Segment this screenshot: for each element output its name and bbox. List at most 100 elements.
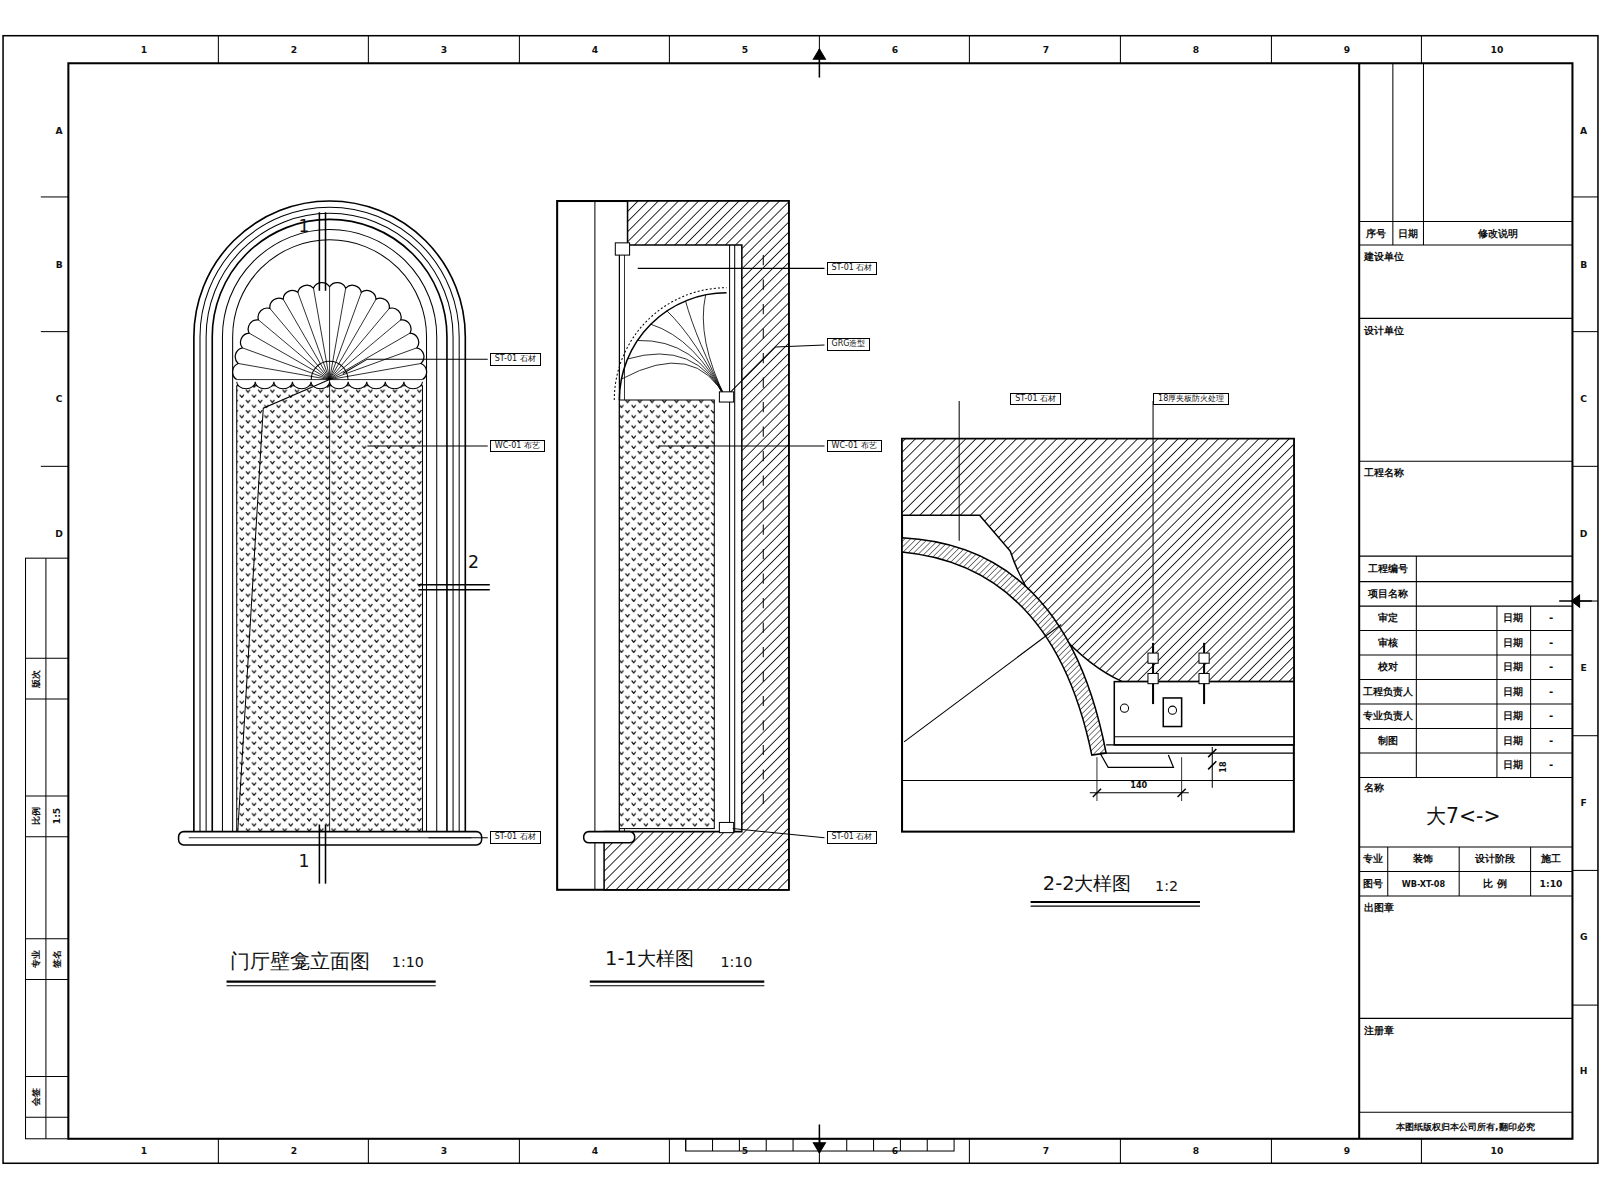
callout-text: ST-01 石材	[832, 832, 873, 841]
niche-side	[729, 245, 730, 832]
title-block-text: -	[1549, 638, 1553, 648]
title-underline	[227, 981, 436, 983]
grid-tick	[1572, 870, 1598, 871]
grid-reference: 7	[1043, 45, 1049, 54]
inner-frame	[68, 63, 1572, 1139]
arch-moulding	[233, 240, 427, 832]
grid-reference: C	[56, 394, 63, 403]
title-row	[1359, 895, 1572, 896]
callout-text: ST-01 石材	[495, 354, 536, 363]
grid-tick	[669, 1139, 670, 1163]
grid-tick	[1120, 1139, 1121, 1163]
title-block-text: 日期	[1503, 662, 1523, 672]
grid-tick	[519, 36, 520, 64]
dimension-tick	[1093, 789, 1101, 797]
scale-tick	[766, 1139, 767, 1151]
section-mark	[418, 584, 489, 586]
title-border	[1358, 63, 1360, 1139]
title-block-text: 签名	[53, 950, 62, 968]
title-column	[1416, 556, 1417, 777]
callout-text: GRG造型	[832, 339, 866, 348]
shell-rib	[329, 287, 330, 380]
bolt-nut	[1199, 653, 1209, 663]
shell-rib	[628, 354, 727, 400]
grid-reference: 10	[1491, 1146, 1504, 1155]
title-underline	[590, 981, 764, 983]
callout-tag: WC-01 布艺	[827, 440, 882, 453]
shell-rib	[249, 333, 329, 379]
title-row	[1359, 1112, 1572, 1113]
grid-reference: 9	[1344, 45, 1350, 54]
callout-text: ST-01 石材	[832, 263, 873, 272]
wall-hatch	[604, 201, 789, 890]
grid-reference: 6	[892, 1146, 898, 1155]
scale-tick	[739, 1139, 740, 1151]
grid-tick	[368, 36, 369, 64]
floor-line	[902, 780, 1294, 781]
scale-tick	[927, 1139, 928, 1151]
fixing-bracket	[615, 243, 629, 255]
arch-moulding	[222, 230, 436, 832]
scale-tick	[685, 1139, 686, 1151]
grid-tick	[1271, 36, 1272, 64]
section-frame	[557, 201, 789, 890]
title-block-text: 制图	[1378, 736, 1398, 746]
grid-tick	[1421, 1139, 1422, 1163]
leader-line	[904, 624, 1061, 741]
grid-tick	[41, 331, 69, 332]
scale-tick	[793, 1139, 794, 1151]
section-mark-number: 1	[299, 854, 310, 871]
niche-side	[734, 245, 735, 832]
shell-scallop	[233, 283, 427, 380]
title-column	[1530, 847, 1531, 896]
title-underline	[227, 985, 436, 986]
title-block-text: 专业	[31, 950, 40, 968]
arch-moulding	[212, 219, 447, 831]
callout-tag: ST-01 石材	[490, 831, 541, 844]
centre-arrow	[1571, 595, 1579, 607]
bolt-nut	[1199, 673, 1209, 683]
title-block-text: 设计阶段	[1475, 854, 1515, 864]
callout-text: WC-01 布艺	[495, 441, 540, 450]
title-row	[1359, 655, 1572, 656]
title-block-text: 专业负责人	[1363, 711, 1413, 721]
callout-tag: ST-01 石材	[490, 353, 541, 366]
hanger-box	[1163, 698, 1181, 727]
title-row	[1359, 461, 1572, 462]
title-row	[1359, 556, 1572, 557]
grid-reference: C	[1580, 394, 1587, 403]
title-block-text: 施工	[1541, 854, 1561, 864]
strip-row	[26, 979, 69, 980]
drawing-title: 1:2	[1155, 879, 1178, 893]
strip-row	[26, 938, 69, 939]
title-block-text: 专业	[1363, 854, 1383, 864]
grid-tick	[669, 36, 670, 64]
grid-tick	[1572, 1005, 1598, 1006]
title-block-text: 日期	[1503, 613, 1523, 623]
shell-rib	[330, 363, 421, 379]
grid-reference: 4	[592, 45, 598, 54]
shell-rib	[270, 308, 330, 379]
grid-tick	[1120, 36, 1121, 64]
callout-text: ST-01 石材	[495, 832, 536, 841]
arch-moulding	[194, 201, 465, 832]
scale-tick	[846, 1139, 847, 1151]
grid-tick	[969, 1139, 970, 1163]
grid-reference: 6	[892, 45, 898, 54]
title-block-text: 日期	[1503, 736, 1523, 746]
section-mark	[325, 824, 327, 883]
title-block-text: 审定	[1378, 613, 1398, 623]
dimension-line	[1090, 792, 1189, 793]
title-block-text: -	[1549, 662, 1553, 672]
section-mark-number: 2	[468, 555, 479, 572]
title-block-text: 日期	[1503, 711, 1523, 721]
callout-tag: ST-01 石材	[827, 831, 878, 844]
title-block-text: 项目名称	[1368, 589, 1408, 599]
title-block-text: 版次	[31, 670, 40, 688]
grid-tick	[218, 1139, 219, 1163]
scale-tick	[900, 1139, 901, 1151]
grid-reference: 9	[1344, 1146, 1350, 1155]
leader-line	[429, 837, 488, 838]
title-column	[1459, 847, 1460, 896]
bolt-nut	[1148, 673, 1158, 683]
